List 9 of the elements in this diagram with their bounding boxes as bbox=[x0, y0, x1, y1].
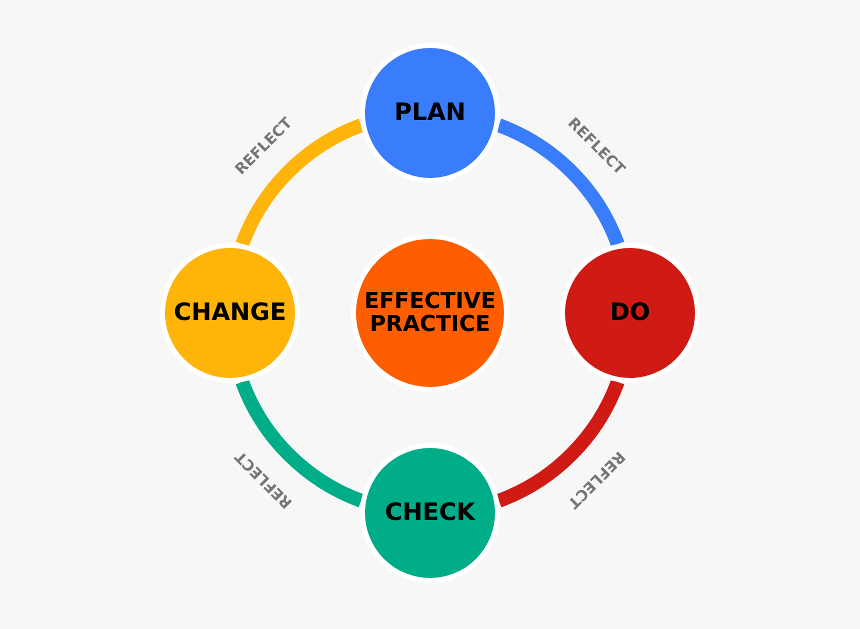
arc-connector bbox=[496, 379, 624, 508]
arc-connector bbox=[236, 379, 364, 508]
node-label: PLAN bbox=[394, 100, 466, 126]
node-label: DO bbox=[610, 300, 650, 326]
node-label: EFFECTIVE PRACTICE bbox=[363, 290, 497, 336]
node-label: CHECK bbox=[384, 500, 476, 526]
node-label: CHANGE bbox=[174, 300, 286, 326]
arc-connector bbox=[236, 118, 364, 247]
arc-connector bbox=[496, 118, 624, 247]
